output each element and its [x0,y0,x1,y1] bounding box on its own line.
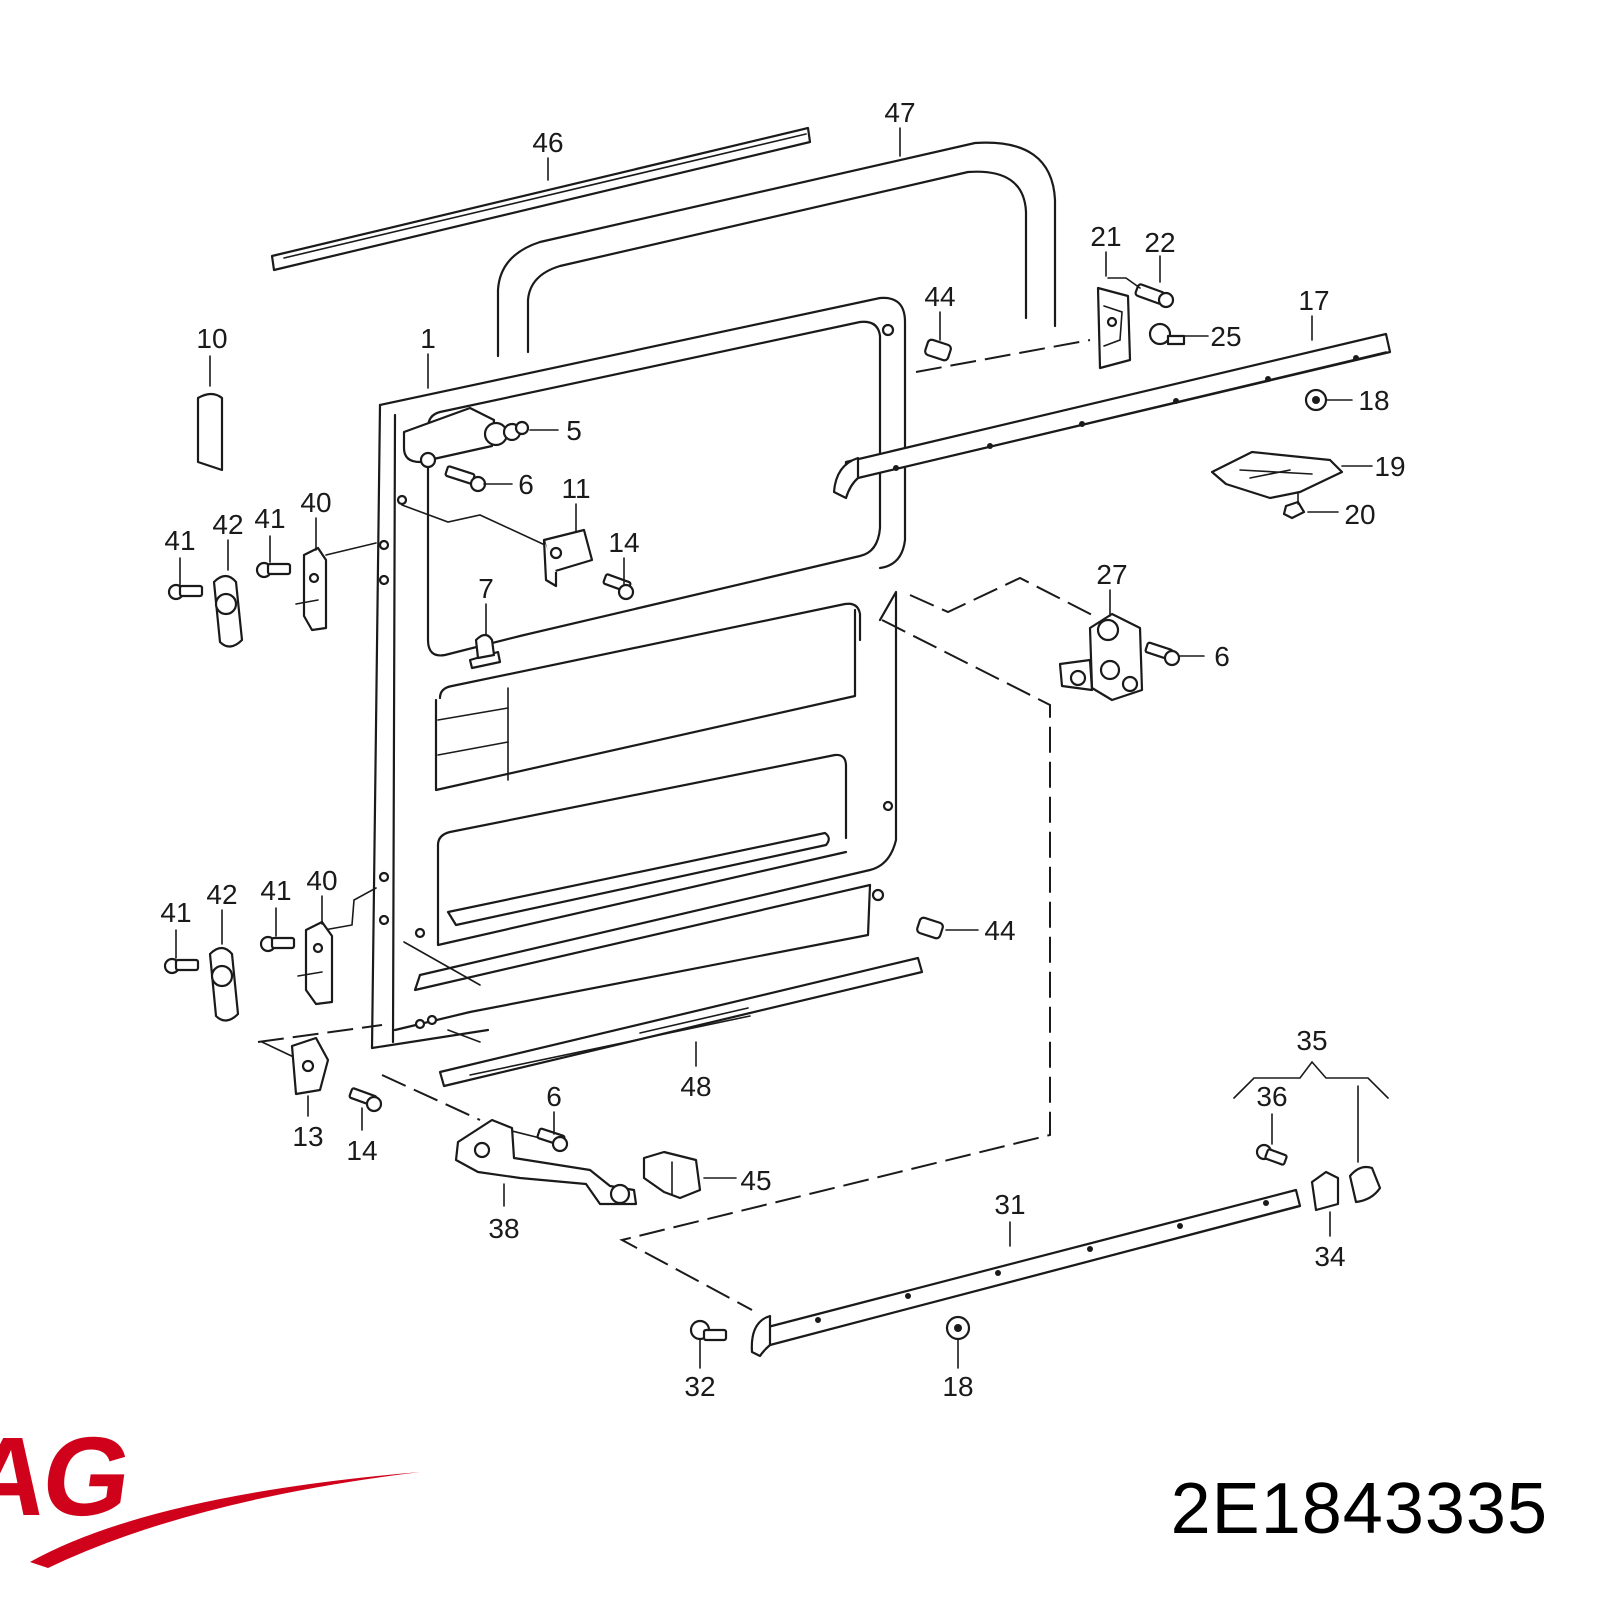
screw-6-mid [1144,641,1181,667]
screw-41-c [163,957,200,975]
part-40-hinge-upper [295,546,328,632]
part-46-seal-strip [270,126,812,272]
callout-25: 25 [1210,321,1241,352]
callout-41-c: 41 [160,897,191,928]
logo-text: VAG [0,1414,136,1539]
screw-36 [1255,1143,1288,1166]
part-7-clip [468,633,502,670]
callout-41-a: 41 [164,525,195,556]
callout-40-a: 40 [300,487,331,518]
part-number: 2E1843335 [1170,1469,1548,1549]
callout-labels: 46 47 21 22 44 17 25 10 1 18 5 19 6 11 2… [160,97,1405,1402]
part-10-pad [196,392,224,472]
callout-46: 46 [532,127,563,158]
part-38-lower-arm [454,1118,638,1206]
screw-14-upper [602,573,635,601]
part-21-latch [1096,286,1132,370]
screw-6-upper [444,465,487,493]
part-47-window-seal [496,141,1057,358]
callout-6-mid: 6 [1214,641,1230,672]
callout-47: 47 [884,97,915,128]
vag-logo: VAG [0,1414,420,1568]
part-5-roller [402,406,530,469]
nut-20 [1282,500,1306,520]
screw-41-b [255,561,292,579]
part-42-striker-lower [208,946,240,1022]
part-45-guide-block [642,1150,702,1200]
callout-44-upper: 44 [924,281,955,312]
callout-35: 35 [1296,1025,1327,1056]
part-11-bracket [542,528,594,588]
callout-27: 27 [1096,559,1127,590]
fasteners [163,283,1328,1342]
callout-5: 5 [566,415,582,446]
callout-21: 21 [1090,221,1121,252]
callout-1: 1 [420,323,436,354]
screw-14-lower [348,1087,383,1113]
callout-40-b: 40 [306,865,337,896]
callout-6-upper: 6 [518,469,534,500]
part-48-sill-strip [438,956,924,1088]
callout-13: 13 [292,1121,323,1152]
callout-42-b: 42 [206,879,237,910]
callout-41-b: 41 [254,503,285,534]
screw-41-d [259,935,296,953]
nut-18-lower [945,1315,971,1341]
callout-6-lower: 6 [546,1081,562,1112]
screw-32 [689,1319,728,1342]
part-1-door-panel [370,296,907,1050]
part-19-plate [1210,450,1344,500]
callout-18-upper: 18 [1358,385,1389,416]
callout-31: 31 [994,1189,1025,1220]
callout-10: 10 [196,323,227,354]
callout-32: 32 [684,1371,715,1402]
part-35-cover-cap [1348,1165,1382,1204]
leader-lines [175,127,1389,1369]
callout-22: 22 [1144,227,1175,258]
part-31-lower-rail [750,1188,1302,1358]
callout-11: 11 [561,473,590,504]
part-27-hinge-carrier [1058,612,1144,702]
screw-22 [1134,283,1175,309]
callout-14-lower: 14 [346,1135,377,1166]
callout-18-lower: 18 [942,1371,973,1402]
stud-25 [1148,322,1186,346]
nut-18-upper [1304,388,1328,412]
callout-42-a: 42 [212,509,243,540]
callout-48: 48 [680,1071,711,1102]
callout-45: 45 [740,1165,771,1196]
part-42-striker-upper [212,574,244,648]
callout-7: 7 [478,573,494,604]
callout-38: 38 [488,1213,519,1244]
callout-19: 19 [1374,451,1405,482]
part-34-end-cap [1310,1170,1340,1212]
screw-6-lower [536,1127,569,1153]
callout-41-d: 41 [260,875,291,906]
callout-34: 34 [1314,1241,1345,1272]
callout-14-upper: 14 [608,527,639,558]
screw-41-a [167,583,204,601]
callout-17: 17 [1298,285,1329,316]
spring-44-upper [924,338,952,362]
spring-44-lower [916,916,944,940]
callout-20: 20 [1344,499,1375,530]
part-13-bracket [290,1036,330,1096]
part-40-hinge-lower [297,920,334,1006]
callout-36: 36 [1256,1081,1287,1112]
callout-44-lower: 44 [984,915,1015,946]
part-17-upper-rail [832,332,1392,500]
